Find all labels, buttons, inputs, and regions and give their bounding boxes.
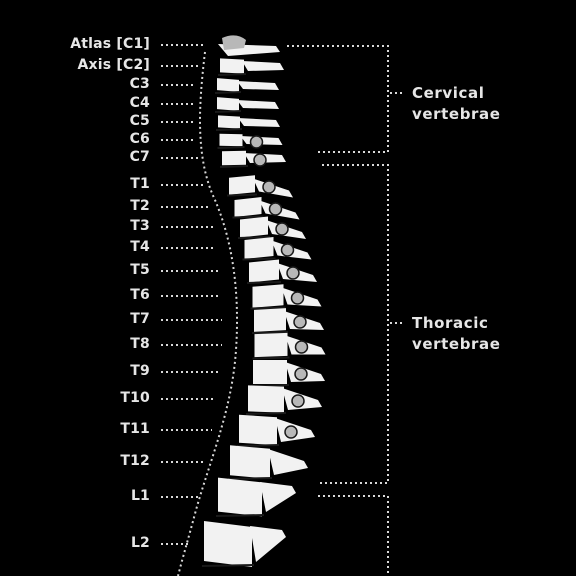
vertebra-c2-body [220, 58, 244, 74]
bracket-thoracic [320, 164, 389, 484]
label-t10: T10 [120, 390, 150, 406]
label-c4: C4 [129, 95, 150, 111]
disc-t3 [237, 236, 271, 239]
vertebra-t9-body [253, 360, 287, 384]
disc-l2 [201, 564, 255, 567]
disc-c5 [215, 128, 243, 131]
region-cervical-line2: vertebrae [412, 105, 501, 123]
vertebra-t7-body [254, 308, 286, 332]
vertebra-l2-body [204, 521, 252, 567]
vertebra-t12-body [230, 445, 270, 479]
spinal-curve-line [177, 51, 239, 576]
disc-t10 [245, 412, 287, 415]
disc-t5 [246, 281, 282, 284]
vertebra-t7-facet [293, 315, 307, 329]
vertebra-t8-facet [294, 340, 309, 354]
label-l2: L2 [130, 535, 150, 551]
label-t8: T8 [130, 336, 150, 352]
region-label-thoracic: Thoracic vertebrae [412, 313, 501, 355]
label-c2: Axis [C2] [77, 57, 150, 73]
disc-t6 [250, 306, 286, 310]
disc-t12 [227, 477, 273, 480]
vertebra-t9-facet [294, 367, 308, 381]
vertebra-t3-body [240, 216, 268, 238]
label-t1: T1 [130, 176, 150, 192]
disc-c3 [214, 91, 242, 94]
disc-t1 [226, 193, 258, 197]
vertebra-t5-body [249, 259, 279, 283]
vertebra-t10-facet [291, 394, 305, 408]
vertebra-c6-facet [249, 135, 264, 149]
vertebral-column [201, 35, 326, 567]
vertebra-t3-facet [275, 222, 289, 236]
vertebra-t8-body [254, 332, 288, 358]
vertebra-c7-body [222, 150, 246, 166]
region-thoracic-line2: vertebrae [412, 335, 501, 353]
vertebra-c2-process [242, 61, 284, 71]
disc-c2 [217, 73, 247, 76]
vertebra-c1-arch [222, 35, 246, 50]
vertebra-c4-body [217, 97, 239, 111]
label-c3: C3 [129, 76, 150, 92]
label-t3: T3 [130, 218, 150, 234]
disc-t4 [242, 257, 276, 261]
vertebra-t4-body [244, 237, 274, 259]
disc-c6 [217, 146, 245, 149]
vertebra-t11-facet [284, 425, 298, 439]
region-cervical-line1: Cervical [412, 84, 485, 102]
vertebra-c5-process [238, 118, 280, 127]
vertebra-t5-facet [286, 266, 300, 280]
vertebra-c7-facet [253, 153, 267, 167]
vertebra-c3-body [217, 78, 239, 92]
label-t5: T5 [130, 262, 150, 278]
disc-t7 [251, 331, 289, 334]
label-c7: C7 [129, 149, 150, 165]
label-c1: Atlas [C1] [70, 36, 150, 52]
disc-t11 [236, 444, 280, 447]
label-t12: T12 [120, 453, 150, 469]
vertebra-c4-process [237, 100, 279, 109]
bracket-lumbar [318, 495, 389, 576]
label-t4: T4 [130, 239, 150, 255]
vertebra-c3-process [237, 81, 279, 90]
label-t2: T2 [130, 198, 150, 214]
vertebra-l2-process [250, 526, 286, 562]
vertebra-t2-body [234, 197, 262, 217]
label-c5: C5 [129, 113, 150, 129]
vertebra-t12-process [268, 449, 308, 475]
vertebra-t1-body [229, 175, 255, 195]
vertebra-t1-facet [262, 180, 276, 194]
label-l1: L1 [130, 488, 150, 504]
region-thoracic-line1: Thoracic [412, 314, 489, 332]
region-label-cervical: Cervical vertebrae [412, 83, 501, 125]
vertebra-t2-facet [268, 202, 283, 216]
leader-lines [161, 44, 239, 576]
label-t9: T9 [130, 363, 150, 379]
label-t11: T11 [120, 421, 150, 437]
disc-t8 [252, 356, 290, 360]
vertebra-t10-body [248, 385, 284, 413]
disc-c7 [219, 165, 249, 168]
vertebra-l1-body [218, 477, 262, 517]
vertebra-t4-facet [280, 243, 295, 257]
disc-t2 [232, 215, 264, 219]
vertebra-c6-body [219, 133, 243, 147]
vertebra-t11-body [239, 414, 277, 446]
vertebra-c5-body [218, 115, 240, 129]
label-c6: C6 [129, 131, 150, 147]
label-t6: T6 [130, 287, 150, 303]
vertebra-l1-process [260, 482, 296, 512]
vertebra-t6-body [252, 284, 284, 308]
disc-l1 [215, 514, 265, 517]
region-brackets [287, 45, 402, 576]
disc-c4 [214, 110, 242, 113]
vertebra-t6-facet [290, 291, 305, 305]
label-t7: T7 [130, 311, 150, 327]
bracket-cervical [287, 45, 389, 153]
